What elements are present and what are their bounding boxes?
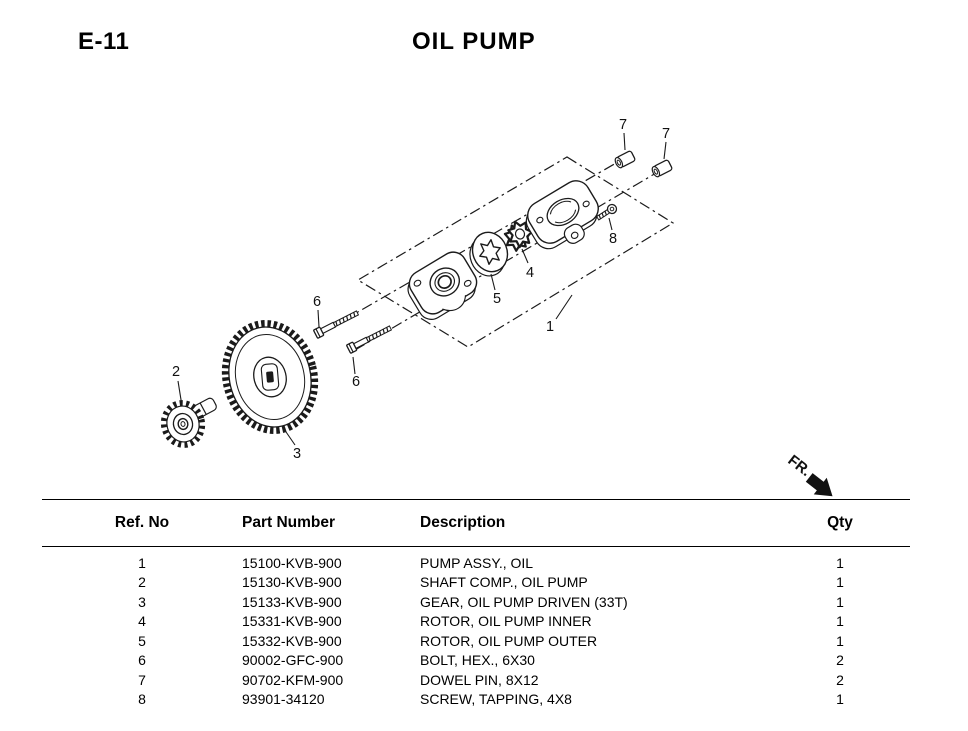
header-ref-no: Ref. No <box>114 514 170 531</box>
table-row: 1 15100-KVB-900 PUMP ASSY., OIL 1 <box>42 553 910 573</box>
cell-ref-no: 7 <box>138 671 146 688</box>
callout-6b: 6 <box>352 374 360 390</box>
cell-qty: 1 <box>836 574 844 591</box>
callout-4: 4 <box>526 265 534 281</box>
cell-ref-no: 3 <box>138 593 146 610</box>
callout-7a: 7 <box>619 117 627 133</box>
cell-ref-no: 4 <box>138 613 146 630</box>
cell-description: SCREW, TAPPING, 4X8 <box>420 691 572 708</box>
cell-ref-no: 5 <box>138 632 146 649</box>
table-row: 7 90702-KFM-900 DOWEL PIN, 8X12 2 <box>42 670 910 690</box>
cell-qty: 1 <box>836 632 844 649</box>
fr-label: FR. <box>785 452 815 480</box>
parts-table-header: Ref. No Part Number Description Qty <box>42 500 910 547</box>
cell-part-number: 15130-KVB-900 <box>242 574 342 591</box>
cell-ref-no: 2 <box>138 574 146 591</box>
cell-description: ROTOR, OIL PUMP OUTER <box>420 632 598 649</box>
cell-qty: 1 <box>836 613 844 630</box>
dowel-pin-a <box>614 150 636 169</box>
cell-part-number: 93901-34120 <box>242 691 325 708</box>
cell-description: PUMP ASSY., OIL <box>420 554 534 571</box>
cell-description: ROTOR, OIL PUMP INNER <box>420 613 592 630</box>
cell-qty: 1 <box>836 691 844 708</box>
header-description: Description <box>420 514 506 531</box>
gear-oil-pump-driven <box>221 320 319 434</box>
bolt-hex-6x30-a <box>313 310 360 339</box>
cell-ref-no: 1 <box>138 554 146 571</box>
cell-description: GEAR, OIL PUMP DRIVEN (33T) <box>420 593 628 610</box>
rotor-oil-pump-outer <box>469 231 509 277</box>
shaft-comp-oil-pump <box>160 397 217 448</box>
cell-ref-no: 6 <box>138 652 146 669</box>
header-qty: Qty <box>827 514 853 531</box>
cell-description: BOLT, HEX., 6X30 <box>420 652 535 669</box>
fr-direction-marker: FR. <box>785 452 833 497</box>
cell-qty: 2 <box>836 671 844 688</box>
callout-labels: 1 2 3 4 5 6 6 7 7 8 <box>172 117 670 462</box>
cell-description: DOWEL PIN, 8X12 <box>420 671 539 688</box>
callout-leaders <box>177 132 667 446</box>
cell-part-number: 15133-KVB-900 <box>242 593 342 610</box>
cell-qty: 1 <box>836 554 844 571</box>
cell-qty: 2 <box>836 652 844 669</box>
table-row: 8 93901-34120 SCREW, TAPPING, 4X8 1 <box>42 690 910 710</box>
cell-part-number: 15331-KVB-900 <box>242 613 342 630</box>
screw-tapping <box>595 203 618 221</box>
cell-part-number: 15332-KVB-900 <box>242 632 342 649</box>
callout-1: 1 <box>546 319 554 335</box>
table-row: 6 90002-GFC-900 BOLT, HEX., 6X30 2 <box>42 651 910 671</box>
parts-table-body: 1 15100-KVB-900 PUMP ASSY., OIL 1 2 1513… <box>42 547 910 709</box>
cell-ref-no: 8 <box>138 691 146 708</box>
cell-part-number: 15100-KVB-900 <box>242 554 342 571</box>
header-part-number: Part Number <box>242 514 336 531</box>
cell-qty: 1 <box>836 593 844 610</box>
pump-cover-plate <box>525 180 599 250</box>
bolt-hex-6x30-b <box>346 325 393 354</box>
page-title: OIL PUMP <box>412 28 536 55</box>
pump-assy-outline <box>356 156 675 348</box>
callout-7b: 7 <box>662 126 670 142</box>
callout-3: 3 <box>293 446 301 462</box>
callout-6a: 6 <box>313 294 321 310</box>
rotor-oil-pump-inner <box>503 220 533 252</box>
cell-part-number: 90002-GFC-900 <box>242 652 344 669</box>
callout-8: 8 <box>609 231 617 247</box>
table-row: 5 15332-KVB-900 ROTOR, OIL PUMP OUTER 1 <box>42 631 910 651</box>
table-row: 4 15331-KVB-900 ROTOR, OIL PUMP INNER 1 <box>42 612 910 632</box>
dowel-pin-b <box>651 159 673 178</box>
pump-body <box>407 251 478 320</box>
callout-5: 5 <box>493 291 501 307</box>
table-row: 2 15130-KVB-900 SHAFT COMP., OIL PUMP 1 <box>42 573 910 593</box>
cell-description: SHAFT COMP., OIL PUMP <box>420 574 588 591</box>
cell-part-number: 90702-KFM-900 <box>242 671 344 688</box>
section-code: E-11 <box>78 28 130 55</box>
table-row: 3 15133-KVB-900 GEAR, OIL PUMP DRIVEN (3… <box>42 592 910 612</box>
fr-arrow-icon <box>805 473 833 497</box>
callout-2: 2 <box>172 364 180 380</box>
parts-table: Ref. No Part Number Description Qty 1 15… <box>42 499 910 709</box>
